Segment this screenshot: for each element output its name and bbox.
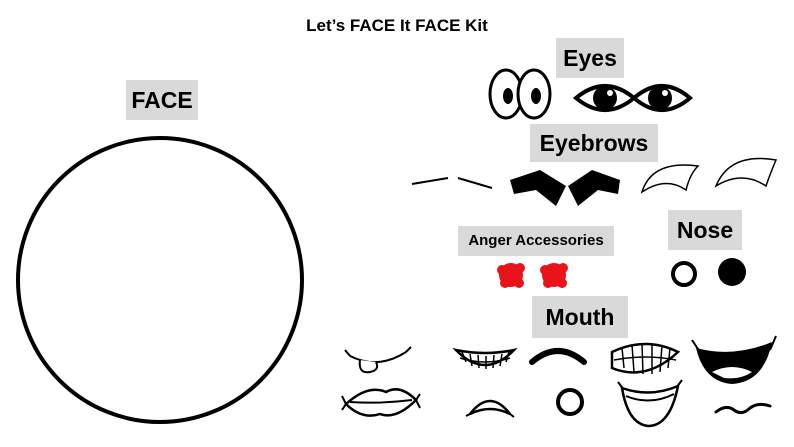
face-outline[interactable] (16, 136, 304, 424)
grin-teeth-mouth-icon[interactable] (452, 347, 518, 369)
thin-eyebrows-icon[interactable] (411, 177, 493, 189)
red-cheek-blush-icon[interactable] (540, 263, 568, 288)
thick-angry-eyebrows-icon[interactable] (510, 170, 620, 206)
big-smile-mouth-icon[interactable] (617, 379, 683, 428)
gritted-teeth-mouth-icon[interactable] (610, 342, 681, 375)
small-frown-mouth-icon[interactable] (465, 399, 515, 418)
almond-eyes-icon[interactable] (572, 84, 694, 112)
o-mouth-icon[interactable] (556, 388, 584, 416)
lips-pout-mouth-icon[interactable] (341, 388, 421, 417)
mouth-label: Mouth (532, 296, 628, 338)
face-label: FACE (126, 80, 198, 120)
open-laugh-mouth-icon[interactable] (691, 335, 777, 384)
tongue-out-mouth-icon[interactable] (344, 346, 412, 374)
nostril-outline-icon[interactable] (671, 261, 697, 287)
nose-label: Nose (668, 210, 742, 250)
anger-accessories-label: Anger Accessories (458, 226, 614, 256)
arched-eyebrows-icon[interactable] (640, 157, 778, 194)
wavy-mouth-icon[interactable] (714, 402, 772, 415)
frown-mouth-icon[interactable] (529, 348, 587, 365)
eyes-label: Eyes (556, 38, 624, 78)
round-eyes-icon[interactable] (488, 68, 552, 120)
red-cheek-blush-icon[interactable] (497, 263, 525, 288)
eyebrows-label: Eyebrows (530, 124, 658, 162)
page-title: Let’s FACE It FACE Kit (306, 16, 488, 35)
nostril-filled-icon[interactable] (718, 258, 746, 286)
